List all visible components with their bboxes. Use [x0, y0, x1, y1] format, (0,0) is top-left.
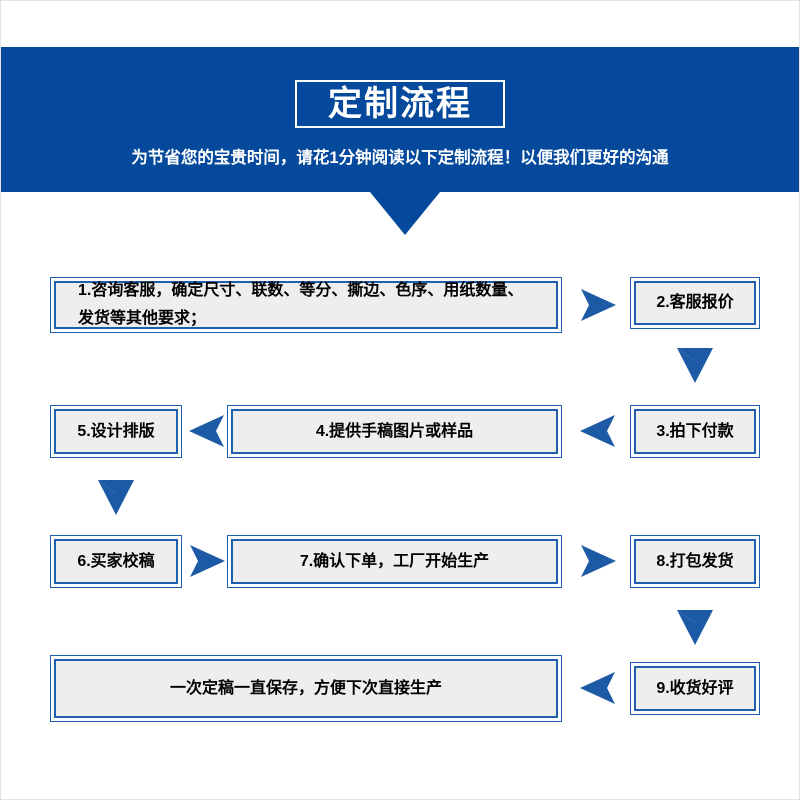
- flow-step-1-label: 1.咨询客服，确定尺寸、联数、等分、撕边、色序、用纸数量、 发货等其他要求；: [78, 277, 523, 333]
- flow-step-6-label: 6.买家校稿: [77, 552, 155, 570]
- flow-step-3-inner: 3.拍下付款: [634, 409, 756, 454]
- flow-step-1-line-1: 1.咨询客服，确定尺寸、联数、等分、撕边、色序、用纸数量、: [78, 282, 524, 299]
- page-title: 定制流程: [328, 85, 472, 123]
- triangle-down-icon: [370, 192, 440, 235]
- flow-step-6-inner: 6.买家校稿: [54, 539, 178, 584]
- flow-step-10-box[interactable]: 一次定稿一直保存，方便下次直接生产: [50, 655, 562, 722]
- arrow-right-icon: [578, 287, 618, 323]
- flow-step-4-inner: 4.提供手稿图片或样品: [231, 409, 558, 454]
- arrow-right-icon: [578, 543, 618, 579]
- flow-step-10-inner: 一次定稿一直保存，方便下次直接生产: [54, 659, 558, 718]
- flow-step-9-label: 9.收货好评: [656, 679, 734, 697]
- flow-step-7-inner: 7.确认下单，工厂开始生产: [231, 539, 558, 584]
- flow-step-8-box[interactable]: 8.打包发货: [630, 535, 760, 588]
- flow-step-6-box[interactable]: 6.买家校稿: [50, 535, 182, 588]
- flow-step-3-box[interactable]: 3.拍下付款: [630, 405, 760, 458]
- flow-step-1-inner: 1.咨询客服，确定尺寸、联数、等分、撕边、色序、用纸数量、 发货等其他要求；: [54, 281, 558, 329]
- flow-step-10-label: 一次定稿一直保存，方便下次直接生产: [169, 679, 442, 697]
- flow-step-7-box[interactable]: 7.确认下单，工厂开始生产: [227, 535, 562, 588]
- page-title-box: 定制流程: [295, 80, 505, 128]
- flow-step-5-box[interactable]: 5.设计排版: [50, 405, 182, 458]
- arrow-left-icon: [578, 670, 618, 706]
- flow-step-5-label: 5.设计排版: [77, 422, 155, 440]
- header-banner: 定制流程 为节省您的宝贵时间，请花1分钟阅读以下定制流程！以便我们更好的沟通: [0, 47, 800, 192]
- flow-step-4-box[interactable]: 4.提供手稿图片或样品: [227, 405, 562, 458]
- header-subtitle: 为节省您的宝贵时间，请花1分钟阅读以下定制流程！以便我们更好的沟通: [131, 149, 669, 167]
- flow-step-2-inner: 2.客服报价: [634, 281, 756, 325]
- arrow-left-icon: [578, 413, 618, 449]
- flow-step-9-box[interactable]: 9.收货好评: [630, 662, 760, 715]
- flow-step-8-inner: 8.打包发货: [634, 539, 756, 584]
- flow-step-8-label: 8.打包发货: [656, 552, 734, 570]
- flow-step-1-box[interactable]: 1.咨询客服，确定尺寸、联数、等分、撕边、色序、用纸数量、 发货等其他要求；: [50, 277, 562, 333]
- arrow-down-icon: [674, 344, 716, 386]
- flow-step-1-line-2: 发货等其他要求；: [78, 310, 207, 327]
- arrow-down-icon: [95, 476, 137, 518]
- flow-step-7-label: 7.确认下单，工厂开始生产: [299, 552, 490, 570]
- flow-step-2-box[interactable]: 2.客服报价: [630, 277, 760, 329]
- flow-step-4-label: 4.提供手稿图片或样品: [315, 422, 474, 440]
- flow-step-2-label: 2.客服报价: [656, 294, 734, 311]
- arrow-right-icon: [187, 543, 227, 579]
- arrow-left-icon: [187, 413, 227, 449]
- flow-step-5-inner: 5.设计排版: [54, 409, 178, 454]
- flow-step-3-label: 3.拍下付款: [656, 422, 734, 440]
- arrow-down-icon: [674, 606, 716, 648]
- flow-step-9-inner: 9.收货好评: [634, 666, 756, 711]
